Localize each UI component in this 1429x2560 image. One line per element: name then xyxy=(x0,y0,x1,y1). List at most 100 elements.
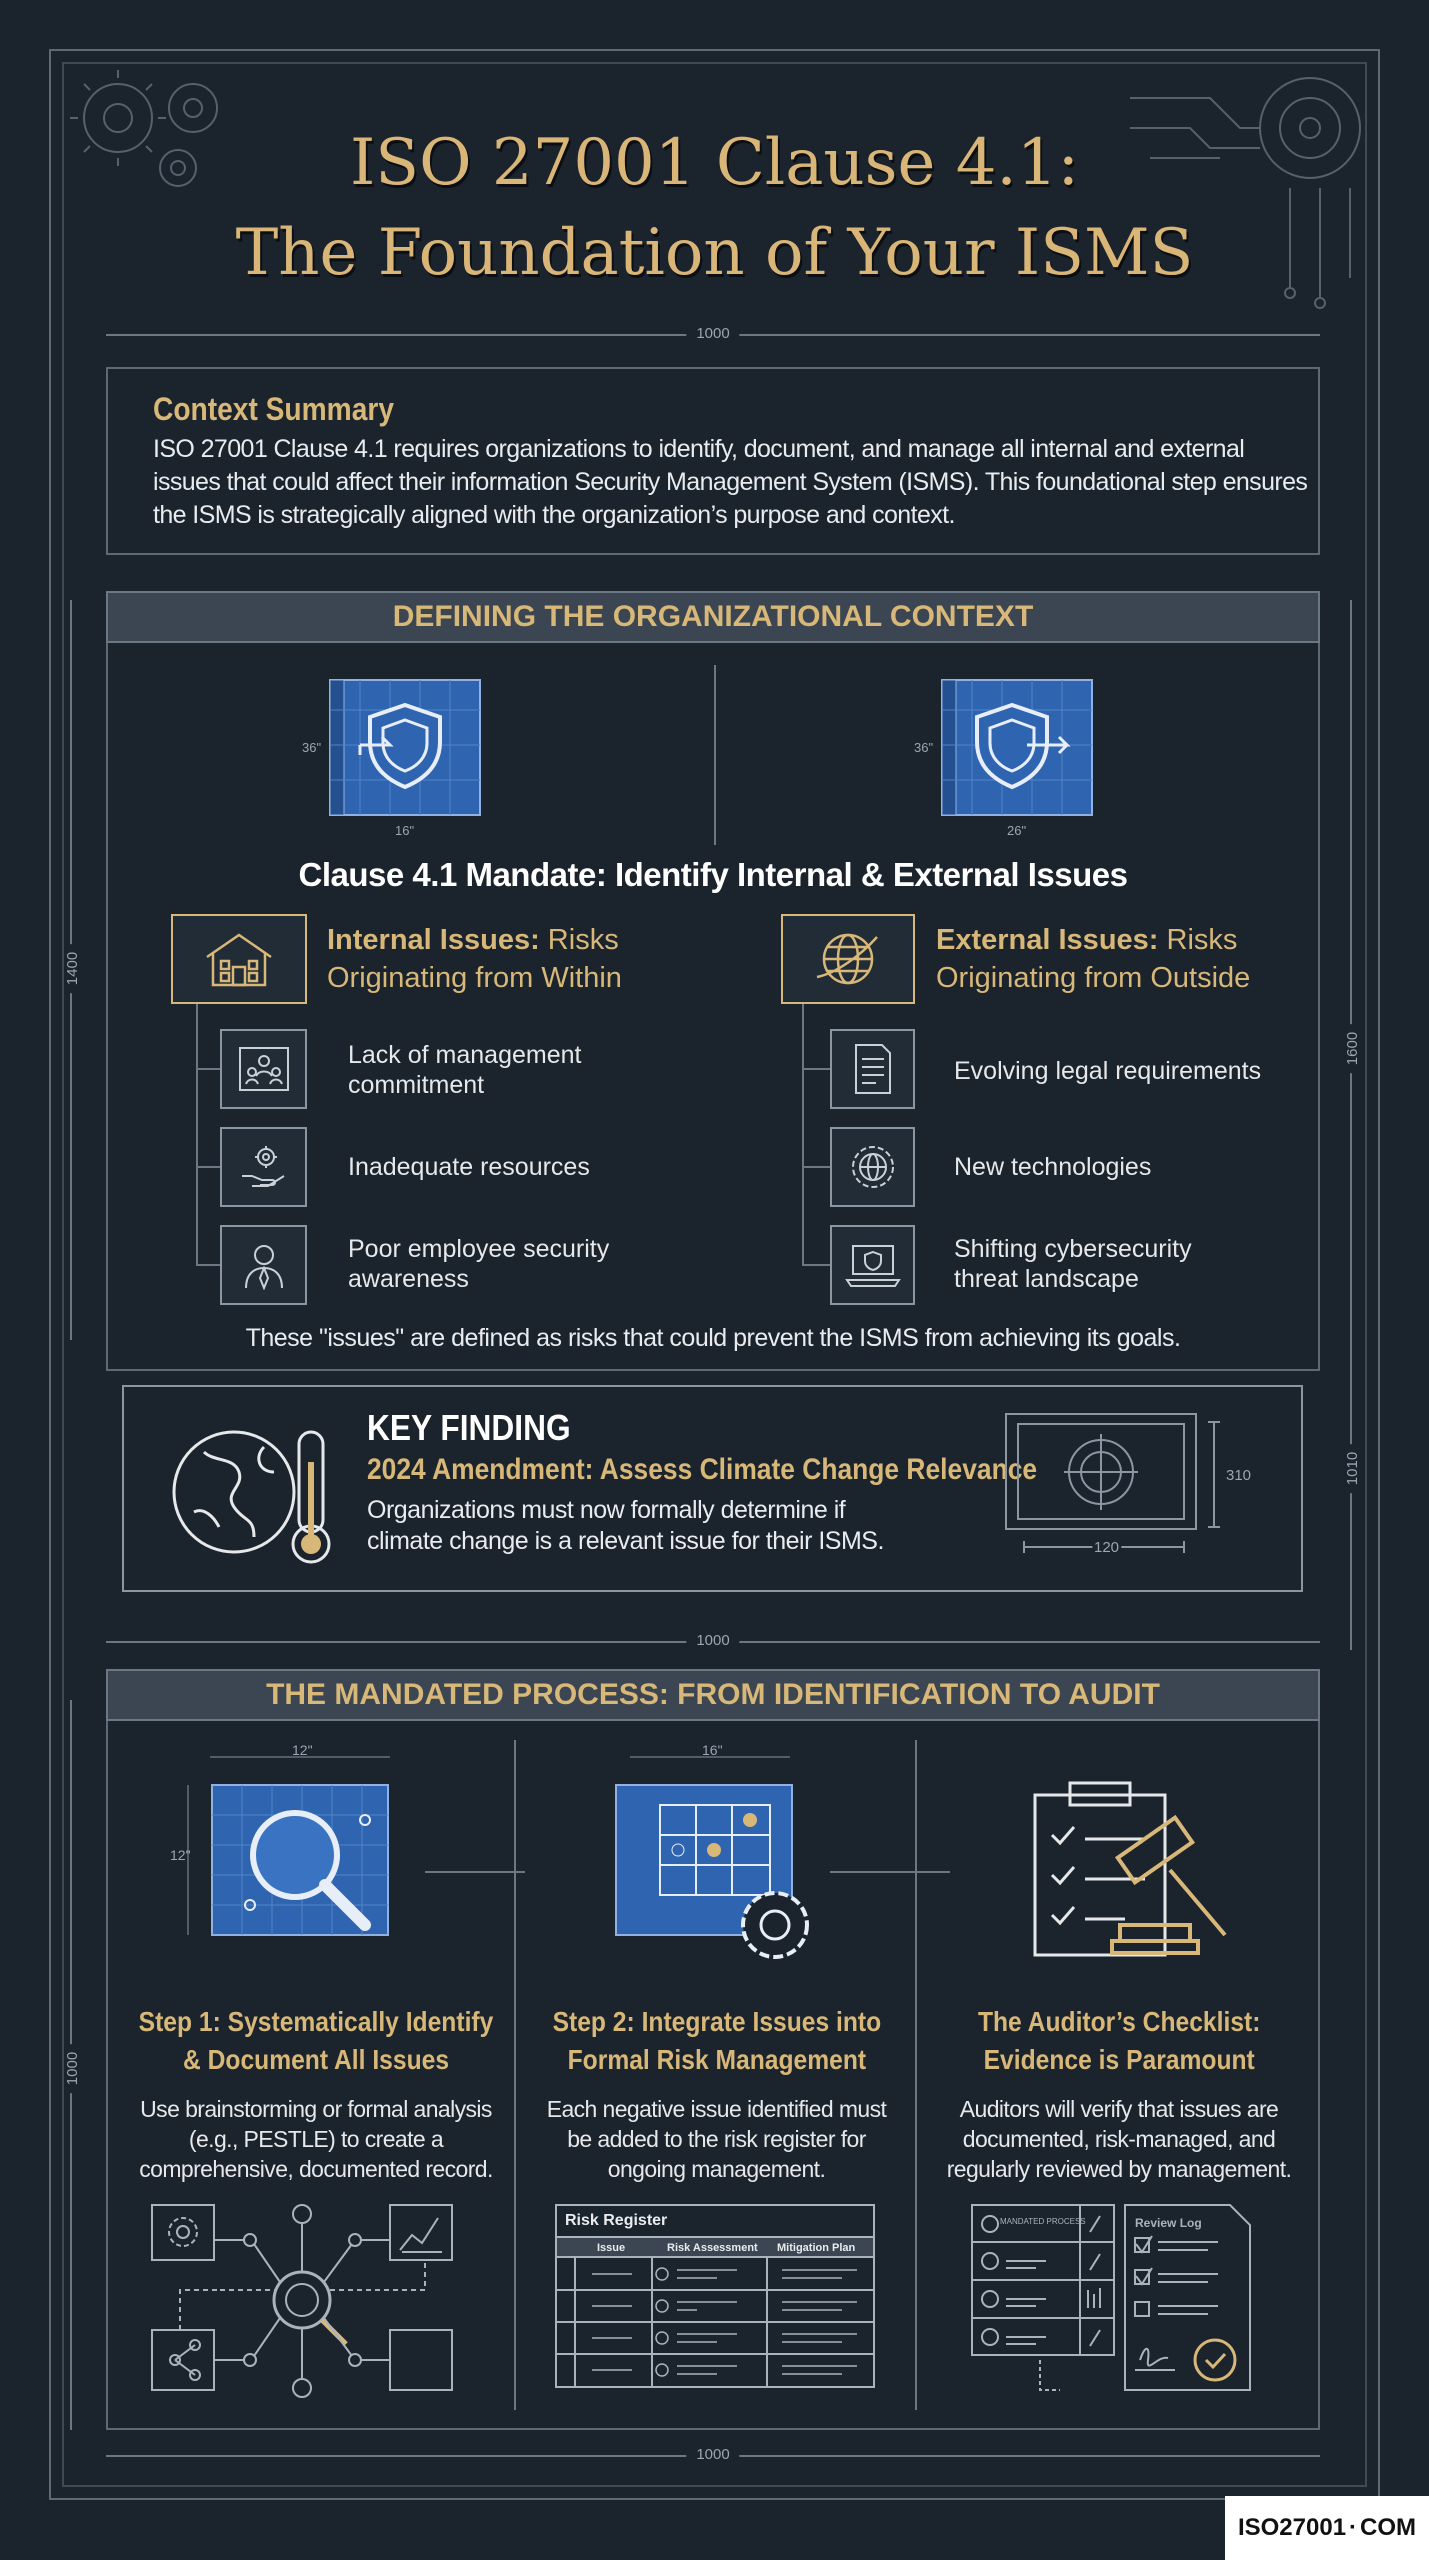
risk-register-table: Risk Register Issue Risk Assessment Miti… xyxy=(555,2204,875,2388)
logo-right: COM xyxy=(1360,2514,1417,2541)
internal-issue-item: Poor employee security awareness xyxy=(348,1235,610,1293)
external-issues-label-bold: External Issues: xyxy=(936,924,1159,956)
column-header: Issue xyxy=(597,2242,626,2254)
logo-dot: · xyxy=(1349,2514,1358,2541)
svg-text:26": 26" xyxy=(1007,823,1026,838)
tree-line xyxy=(196,1004,198,1266)
dimension-line-left: 1400 xyxy=(64,600,82,1340)
svg-text:36": 36" xyxy=(302,740,321,755)
desc-line: ongoing management. xyxy=(607,2156,826,2182)
desc-line: Auditors will verify that issues are xyxy=(959,2096,1279,2122)
dimension-label: 1000 xyxy=(686,325,740,342)
external-issues-icon-box xyxy=(781,914,915,1004)
dimension-line-top: 1000 xyxy=(106,325,1320,342)
step1-title: Step 1: Systematically Identify & Documen… xyxy=(118,2003,514,2079)
review-log-label: Review Log xyxy=(1135,2216,1202,2230)
internal-issues-icon-box xyxy=(171,914,307,1004)
blueprint-globe-icon: 310 120 xyxy=(1005,1413,1251,1559)
internal-issue-item: Inadequate resources xyxy=(348,1153,590,1181)
step1-title-line1: Step 1: Systematically Identify xyxy=(138,2006,494,2037)
dimension-label: 1600 xyxy=(1344,1023,1362,1074)
context-summary-box: Context Summary ISO 27001 Clause 4.1 req… xyxy=(106,367,1320,555)
step2-description: Each negative issue identified must be ad… xyxy=(518,2094,915,2184)
desc-line: be added to the risk register for xyxy=(567,2126,866,2152)
internal-issues-label: Internal Issues: Risks Originating from … xyxy=(327,921,622,997)
logo-left: ISO27001 xyxy=(1237,2514,1347,2541)
building-icon xyxy=(206,933,272,987)
external-issues-label-rest: Risks xyxy=(1158,924,1238,956)
desc-line: Each negative issue identified must xyxy=(546,2096,887,2122)
svg-text:36": 36" xyxy=(914,740,933,755)
svg-text:16": 16" xyxy=(702,1745,723,1758)
internal-issues-label-rest: Risks xyxy=(539,924,619,956)
section-header: THE MANDATED PROCESS: FROM IDENTIFICATIO… xyxy=(106,1669,1320,1721)
svg-text:12": 12" xyxy=(170,1847,191,1863)
page-title-line2: The Foundation of Your ISMS xyxy=(235,216,1194,290)
svg-text:120: 120 xyxy=(1094,1539,1119,1556)
issues-footnote: These "issues" are defined as risks that… xyxy=(245,1324,1181,1352)
globe-thermometer-icon xyxy=(172,1430,331,1564)
process-arrow xyxy=(425,1871,525,1873)
item-icon-box xyxy=(220,1029,307,1109)
tree-branch xyxy=(196,1068,220,1070)
column-header: Risk Assessment xyxy=(667,2242,758,2254)
external-issue-item: New technologies xyxy=(954,1153,1152,1181)
column-header: Mitigation Plan xyxy=(777,2242,856,2254)
audit-evidence-icon: MANDATED PROCESS Review Log xyxy=(971,2204,1251,2391)
dimension-line-bottom: 1000 xyxy=(106,2446,1320,2463)
internal-issues-label-line2: Originating from Within xyxy=(327,962,622,994)
column-divider xyxy=(915,1740,917,2410)
item-icon-box xyxy=(830,1225,915,1305)
step2-title-line2: Formal Risk Management xyxy=(567,2044,867,2075)
clipboard-gavel-icon xyxy=(1033,1781,1227,1957)
mandate-heading: Clause 4.1 Mandate: Identify Internal & … xyxy=(298,856,1128,893)
meeting-icon xyxy=(238,1047,289,1091)
desc-line: documented, risk-managed, and xyxy=(962,2126,1276,2152)
risk-register-header: Issue Risk Assessment Mitigation Plan xyxy=(557,2236,873,2258)
blueprint-magnifier-icon: 12" 12" xyxy=(170,1745,390,1936)
process-arrow xyxy=(830,1871,950,1873)
blueprint-shield-arrow-icon: 36" 26" xyxy=(914,679,1093,838)
dimension-line-middle: 1000 xyxy=(106,1632,1320,1649)
dimension-label: 1010 xyxy=(1344,1443,1362,1494)
item-icon-box xyxy=(220,1127,307,1207)
tree-branch xyxy=(802,1068,830,1070)
laptop-shield-icon xyxy=(844,1245,901,1287)
dimension-label: 1000 xyxy=(686,2446,740,2463)
step1-title-line2: & Document All Issues xyxy=(182,2044,450,2075)
blueprint-matrix-gear-icon: 16" xyxy=(615,1745,809,1959)
desc-line: (e.g., PESTLE) to create a xyxy=(188,2126,444,2152)
tree-branch xyxy=(802,1166,830,1168)
gears-decoration-icon xyxy=(70,70,218,187)
key-finding-label: KEY FINDING xyxy=(367,1407,571,1448)
tree-branch xyxy=(196,1166,220,1168)
dimension-label: 1000 xyxy=(64,2043,82,2094)
employee-icon xyxy=(244,1245,283,1290)
column-divider xyxy=(714,665,716,845)
column-divider xyxy=(514,1740,516,2410)
site-logo[interactable]: ISO27001·COM xyxy=(1225,2496,1429,2560)
dimension-label: 1000 xyxy=(686,1632,740,1649)
blueprint-shield-icon: 36" 16" xyxy=(302,679,481,838)
hand-gear-icon xyxy=(241,1146,285,1187)
outer-frame xyxy=(49,49,1380,2500)
context-summary-body: ISO 27001 Clause 4.1 requires organizati… xyxy=(153,435,1308,529)
svg-text:310: 310 xyxy=(1226,1467,1251,1484)
internal-issue-item: Lack of management commitment xyxy=(348,1041,582,1099)
globe-icon xyxy=(816,933,878,985)
gear-globe-icon xyxy=(851,1146,894,1188)
internal-issues-label-bold: Internal Issues: xyxy=(327,924,540,956)
legal-document-icon xyxy=(854,1044,891,1094)
item-icon-box xyxy=(220,1225,307,1305)
auditor-description: Auditors will verify that issues are docu… xyxy=(919,2094,1319,2184)
external-issue-item: Shifting cybersecurity threat landscape xyxy=(954,1235,1192,1293)
external-issue-item: Evolving legal requirements xyxy=(954,1057,1262,1085)
mandated-process-label: MANDATED PROCESS xyxy=(1000,2217,1086,2226)
external-issues-label: External Issues: Risks Originating from … xyxy=(936,921,1250,997)
external-issues-label-line2: Originating from Outside xyxy=(936,962,1251,994)
circuit-decoration-icon xyxy=(1130,77,1361,309)
context-summary-heading: Context Summary xyxy=(153,391,394,427)
tree-branch xyxy=(802,1264,830,1266)
tree-branch xyxy=(196,1264,220,1266)
